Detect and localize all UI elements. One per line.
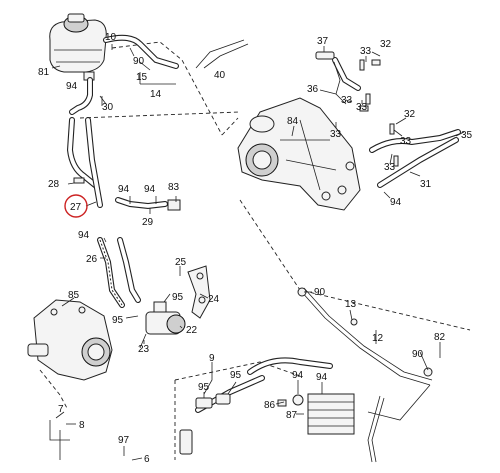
- callout-82: 82: [434, 332, 446, 343]
- callout-36: 36: [307, 84, 319, 95]
- expansion-tank: [49, 13, 107, 81]
- callout-25: 25: [175, 257, 187, 268]
- hose-group: [66, 34, 461, 413]
- callout-90: 90: [412, 349, 424, 360]
- callout-81: 81: [38, 67, 50, 78]
- callout-90: 90: [133, 56, 145, 67]
- callout-15: 15: [136, 72, 148, 83]
- callout-33: 33: [330, 129, 342, 140]
- callout-94: 94: [118, 184, 130, 195]
- callout-27-highlighted: 27: [70, 202, 82, 213]
- callout-90: 90: [314, 287, 326, 298]
- pipe-36-37: [315, 51, 371, 105]
- highlight-circle: [64, 194, 88, 218]
- callout-37: 37: [317, 36, 329, 47]
- callout-85: 85: [68, 290, 80, 301]
- callout-10: 10: [105, 32, 117, 43]
- callout-84: 84: [287, 116, 299, 127]
- bracket-24: [187, 265, 211, 319]
- callout-87: 87: [286, 410, 298, 421]
- callout-13: 13: [345, 299, 357, 310]
- callout-14: 14: [150, 89, 162, 100]
- callout-29: 29: [142, 217, 154, 228]
- lower-fittings: [49, 393, 231, 460]
- callout-9: 9: [209, 353, 215, 364]
- callout-33: 33: [341, 95, 353, 106]
- callout-22: 22: [186, 325, 198, 336]
- callout-26: 26: [86, 254, 98, 265]
- callout-32: 32: [380, 39, 392, 50]
- callout-94: 94: [78, 230, 90, 241]
- callout-23: 23: [138, 344, 150, 355]
- callout-33: 33: [384, 162, 396, 173]
- callout-12: 12: [372, 333, 384, 344]
- dashed-guide-top: [111, 41, 223, 136]
- callout-6: 6: [144, 454, 150, 465]
- coolant-pipe-12: [299, 287, 433, 463]
- callout-95: 95: [172, 292, 184, 303]
- callout-33: 33: [400, 136, 412, 147]
- callout-7: 7: [58, 404, 64, 415]
- dashed-guide-turbo: [79, 111, 241, 136]
- callout-95: 95: [230, 370, 242, 381]
- callout-28: 28: [48, 179, 60, 190]
- dashed-guide-right: [239, 199, 471, 331]
- thermostat-housing: [139, 301, 186, 349]
- callout-94: 94: [390, 197, 402, 208]
- callout-94: 94: [292, 370, 304, 381]
- callout-31: 31: [420, 179, 432, 190]
- callout-labels: 81 10 90 15 40 14 94 30 28 27 94 94 83 2…: [38, 32, 473, 465]
- dashed-guide-bottom: [174, 361, 301, 460]
- callout-94: 94: [66, 81, 78, 92]
- callout-33: 33: [356, 102, 368, 113]
- oil-cooler: [292, 393, 355, 435]
- callout-94: 94: [316, 372, 328, 383]
- callout-95: 95: [112, 315, 124, 326]
- callout-32: 32: [404, 109, 416, 120]
- callout-30: 30: [102, 102, 114, 113]
- callout-8: 8: [79, 420, 85, 431]
- callout-33: 33: [360, 46, 372, 57]
- callout-97: 97: [118, 435, 130, 446]
- callout-40: 40: [214, 70, 226, 81]
- callout-95: 95: [198, 382, 210, 393]
- callout-24: 24: [208, 294, 220, 305]
- dashed-guide-left: [39, 369, 69, 411]
- callout-35: 35: [461, 130, 473, 141]
- callout-83: 83: [168, 182, 180, 193]
- callout-94: 94: [144, 184, 156, 195]
- leader-lines: [51, 39, 465, 461]
- callout-86: 86: [264, 400, 276, 411]
- turbocharger: [237, 97, 361, 211]
- water-pump: [27, 299, 113, 381]
- small-hardware: [73, 59, 433, 407]
